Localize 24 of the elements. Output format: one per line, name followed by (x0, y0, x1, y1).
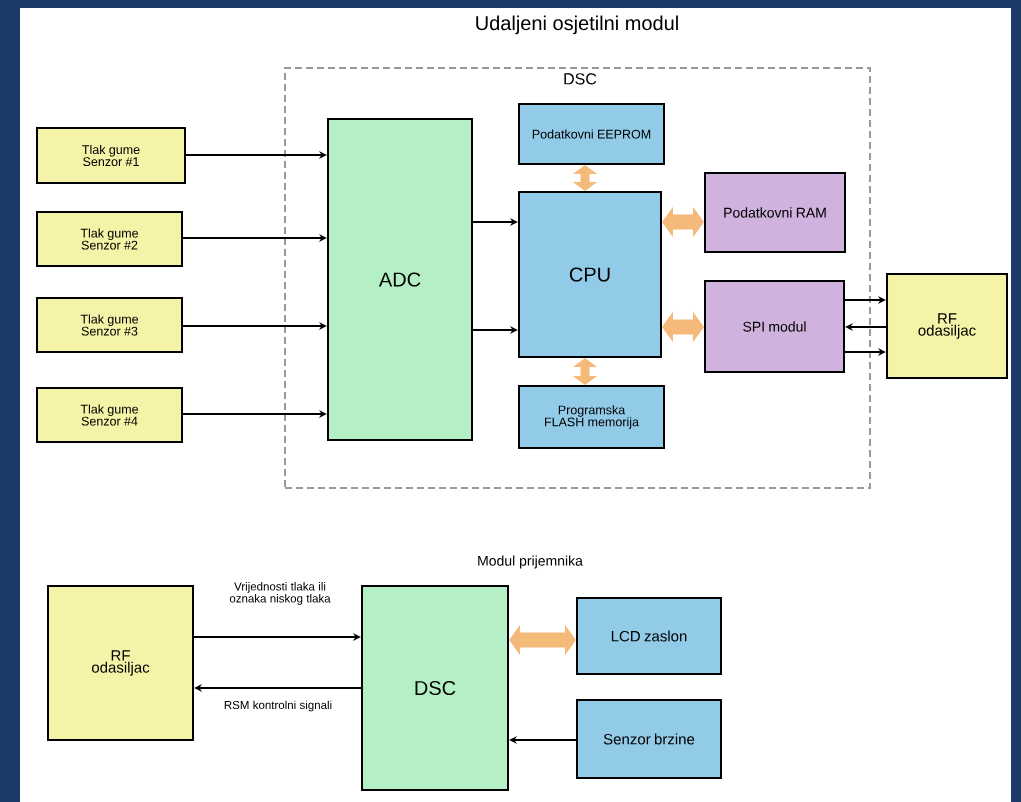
bus-arrow (572, 358, 598, 385)
spi-box: SPI modul (704, 280, 845, 373)
sensor-box: Tlak gume Senzor #2 (36, 211, 183, 267)
display-box: LCD zaslon (576, 597, 722, 675)
section-heading: Modul prijemnika (478, 555, 583, 569)
memory-box: Podatkovni EEPROM (518, 103, 665, 165)
adc-box: ADC (327, 118, 473, 441)
sensor-box: Senzor brzine (576, 699, 722, 779)
memory-box: Programska FLASH memorija (518, 385, 665, 449)
sensor-box: Tlak gume Senzor #4 (36, 387, 183, 443)
ram-box: Podatkovni RAM (704, 172, 846, 253)
edge-label: Vrijednosti tlaka ili oznaka niskog tlaka (222, 580, 338, 607)
cpu-box: CPU (518, 191, 662, 358)
sensor-box: Tlak gume Senzor #1 (36, 127, 186, 184)
bus-arrow (662, 206, 704, 238)
bus-arrow (572, 165, 598, 191)
transmitter-box: RF odasiljac (47, 585, 194, 741)
sensor-box: Tlak gume Senzor #3 (36, 297, 183, 353)
frame-heading: DSC (564, 73, 597, 85)
diagram-title: Udaljeni osjetilni modul (476, 15, 678, 35)
bus-arrow (509, 624, 576, 656)
transmitter-box: RF odasiljac (886, 273, 1008, 379)
bus-arrow (662, 311, 704, 343)
dsc-box: DSC (361, 585, 509, 791)
